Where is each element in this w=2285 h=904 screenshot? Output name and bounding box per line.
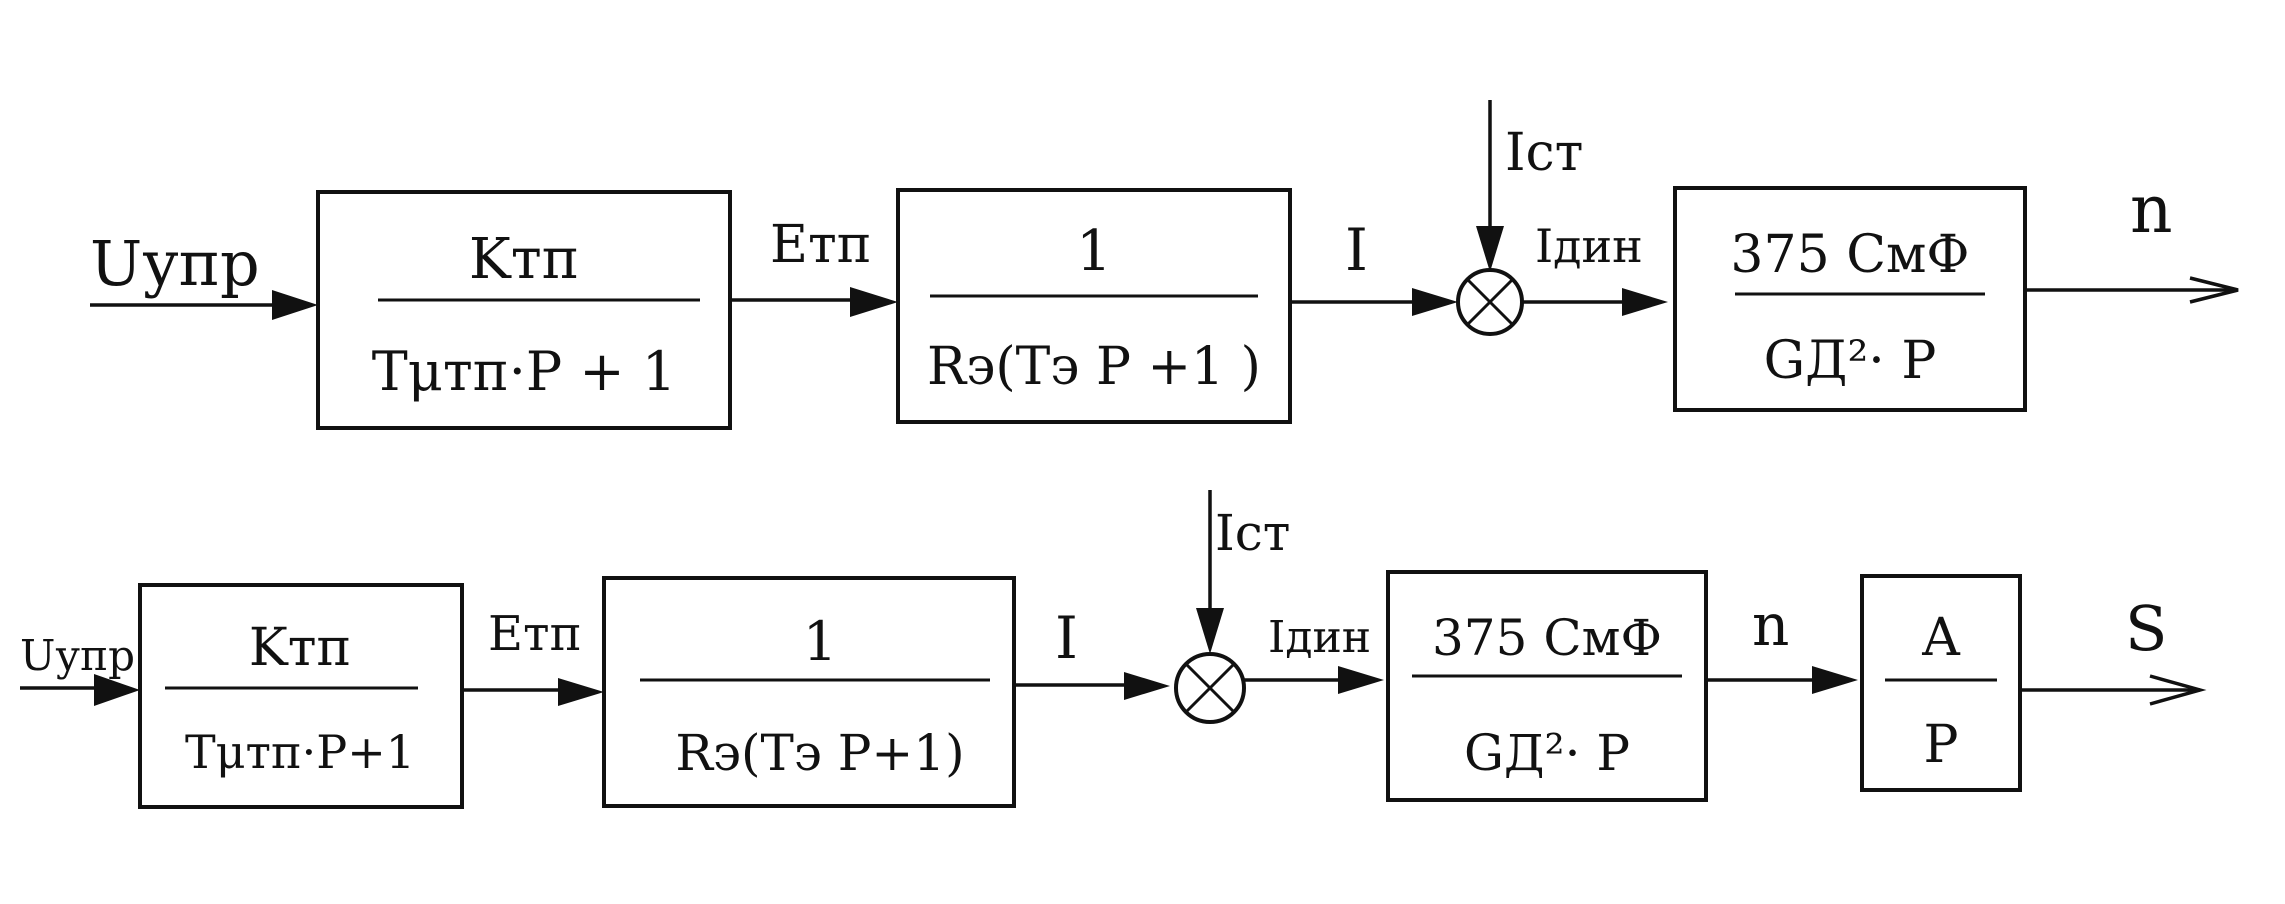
row-2-position-loop: Uупр Kтп Tμтп·P+1 Eтп 1 Rэ(Tэ P+1) I <box>20 490 2207 809</box>
row1-disturbance-arrow <box>1476 226 1504 272</box>
row2-block1-frame <box>138 583 464 809</box>
row1-sum-cross-b <box>1466 278 1514 326</box>
row2-disturbance-label: Iст <box>1215 504 1290 562</box>
row2-signal2-label: I <box>1055 604 1078 672</box>
row2-signal1-arrow <box>558 678 604 706</box>
row2-block4-denominator: P <box>1924 715 1959 775</box>
row1-signal3-label: Iдин <box>1535 219 1643 273</box>
row1-input-arrow <box>272 290 318 320</box>
row2-block1-denominator: Tμтп·P+1 <box>185 725 415 779</box>
row1-signal2-arrow <box>1412 288 1458 316</box>
row2-signal2-arrow <box>1124 672 1170 700</box>
row1-block-armature: 1 Rэ(Tэ P +1 ) <box>896 188 1292 424</box>
row2-block-converter: Kтп Tμтп·P+1 <box>138 583 464 809</box>
row2-block2-numerator: 1 <box>803 610 837 673</box>
row2-signal3-label: Iдин <box>1268 612 1371 663</box>
row1-output-arrow <box>2189 276 2239 304</box>
row1-block1-denominator: Tμтп·P + 1 <box>372 340 676 403</box>
row2-block2-frame <box>602 576 1016 808</box>
row2-signal4-arrow <box>1812 666 1858 694</box>
row1-disturbance-label: Iст <box>1505 123 1583 183</box>
row2-block4-numerator: A <box>1921 608 1961 668</box>
row2-sum-cross-b <box>1185 663 1235 713</box>
row2-input-label: Uупр <box>20 631 135 680</box>
row2-block2-denominator: Rэ(Tэ P+1) <box>675 724 964 782</box>
row1-output-label: n <box>2130 171 2173 248</box>
row1-block3-denominator: GД²· P <box>1764 331 1937 391</box>
row2-block-armature: 1 Rэ(Tэ P+1) <box>602 576 1016 808</box>
row2-output-label: S <box>2125 592 2167 665</box>
row1-block-converter: Kтп Tμтп·P + 1 <box>316 190 732 430</box>
row1-signal1-arrow <box>850 287 898 317</box>
row1-block2-numerator: 1 <box>1076 219 1112 284</box>
row2-signal4-label: n <box>1752 591 1789 659</box>
row1-block2-denominator: Rэ(Tэ P +1 ) <box>927 337 1261 397</box>
row2-output-arrow <box>2149 674 2207 706</box>
row1-block3-numerator: 375 CмФ <box>1730 225 1969 285</box>
row-1-speed-loop: Uупр Kтп Tμтп·P + 1 Eтп 1 Rэ(Tэ P +1 ) I <box>90 100 2239 430</box>
row2-block3-numerator: 375 CмФ <box>1432 609 1662 667</box>
row2-disturbance-arrow <box>1196 608 1224 654</box>
row2-signal3-arrow <box>1338 666 1384 694</box>
row1-input-label: Uупр <box>90 227 260 300</box>
row1-block1-numerator: Kтп <box>469 227 579 292</box>
row1-signal1-label: Eтп <box>770 215 871 275</box>
row2-block-mechanical: 375 CмФ GД²· P <box>1386 570 1708 802</box>
row1-block2-frame <box>896 188 1292 424</box>
row1-signal3-arrow <box>1622 288 1668 316</box>
row2-block-integrator: A P <box>1860 574 2022 792</box>
row2-block4-frame <box>1860 574 2022 792</box>
row1-block3-frame <box>1673 186 2027 412</box>
row2-block3-denominator: GД²· P <box>1464 724 1630 782</box>
row1-block1-frame <box>316 190 732 430</box>
row2-input-arrow <box>94 674 140 706</box>
row1-summing-junction <box>1456 268 1524 336</box>
row1-block-mechanical: 375 CмФ GД²· P <box>1673 186 2027 412</box>
row2-block3-frame <box>1386 570 1708 802</box>
row2-block1-numerator: Kтп <box>249 618 351 678</box>
row1-signal2-label: I <box>1345 216 1368 284</box>
row2-signal1-label: Eтп <box>488 606 582 662</box>
row2-summing-junction <box>1174 652 1246 724</box>
